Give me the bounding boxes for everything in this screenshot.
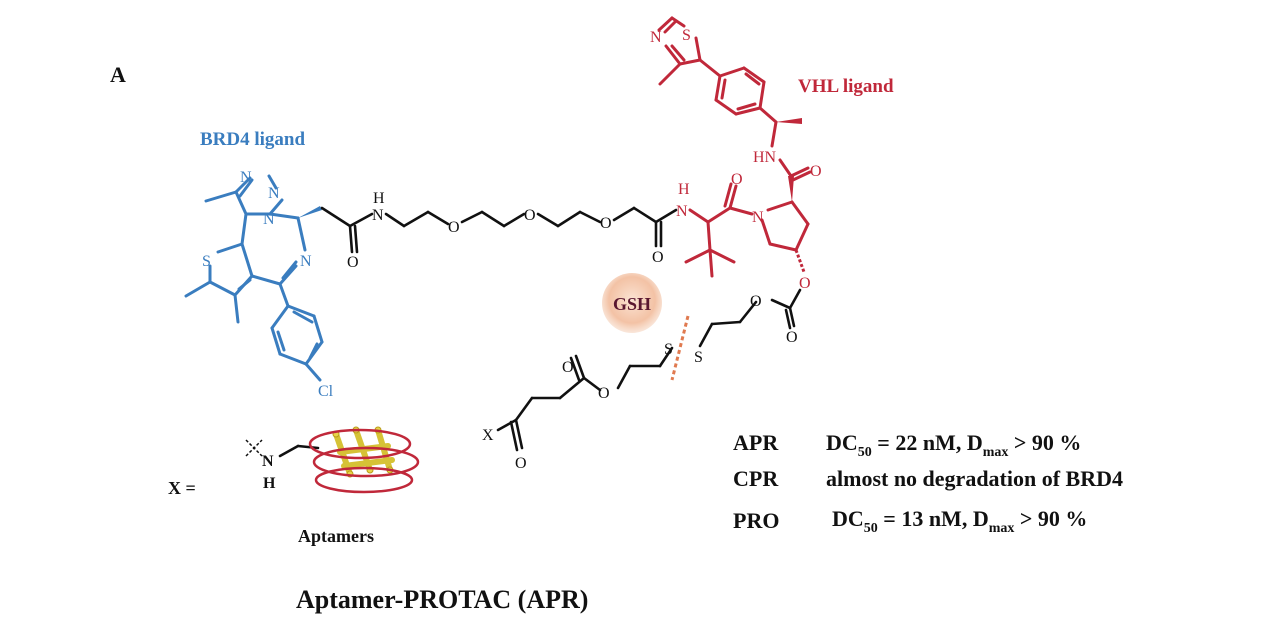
vhl-ligand-label: VHL ligand xyxy=(798,76,894,97)
gsh-label: GSH xyxy=(613,294,651,314)
atom-o-ether-1: O xyxy=(448,219,460,236)
atom-o-amide-2: O xyxy=(652,249,664,266)
atom-n-thiazole: N xyxy=(650,29,662,46)
peg-linker-structure: H N O O O O O xyxy=(320,190,678,271)
atom-n-pyrrolidine: N xyxy=(752,209,764,226)
aptamers-label: Aptamers xyxy=(298,526,374,546)
result-name: APR xyxy=(733,430,779,455)
figure-title: Aptamer-PROTAC (APR) xyxy=(296,585,588,614)
results-table: APR DC50 = 22 nM, Dmax > 90 % CPR almost… xyxy=(733,430,1123,536)
x-equals-label: X = xyxy=(168,478,196,498)
gsh-bubble: GSH xyxy=(602,273,662,333)
brd4-ligand-structure: N N N N S Cl xyxy=(184,169,334,400)
atom-h-aptamer: H xyxy=(263,475,276,492)
atom-o-carbonate-2: O xyxy=(786,329,798,346)
atom-n-2: N xyxy=(268,185,280,202)
atom-o-carbonate-1: O xyxy=(750,293,762,310)
panel-label: A xyxy=(110,62,126,87)
atom-x: X xyxy=(482,427,494,444)
result-value: DC50 = 13 nM, Dmax > 90 % xyxy=(832,506,1087,536)
atom-s-disulfide-1: S xyxy=(694,349,703,366)
atom-o-ester-1: O xyxy=(598,385,610,402)
atom-s-disulfide-2: S xyxy=(664,341,673,358)
atom-n-amide-1: N xyxy=(372,207,384,224)
result-value: DC50 = 22 nM, Dmax > 90 % xyxy=(826,430,1081,460)
atom-o-amide-1: O xyxy=(347,254,359,271)
result-row-apr: APR DC50 = 22 nM, Dmax > 90 % xyxy=(733,430,1081,460)
atom-s-thiazole: S xyxy=(682,27,691,44)
aptamer-g-quadruplex-icon xyxy=(308,426,420,494)
atom-n-vhl-amide: N xyxy=(676,203,688,220)
atom-n-4: N xyxy=(300,253,312,270)
result-name: PRO xyxy=(733,508,779,533)
atom-h-vhl-amide: H xyxy=(678,181,690,198)
result-row-pro: PRO DC50 = 13 nM, Dmax > 90 % xyxy=(733,506,1087,536)
atom-o-ether-3: O xyxy=(600,215,612,232)
atom-n-aptamer: N xyxy=(262,453,274,470)
result-value: almost no degradation of BRD4 xyxy=(826,466,1123,491)
result-name: CPR xyxy=(733,466,779,491)
atom-s-thiophene: S xyxy=(202,253,211,270)
result-row-cpr: CPR almost no degradation of BRD4 xyxy=(733,466,1123,491)
aptamer-amine-linker: N H xyxy=(245,439,320,492)
vhl-ligand-structure: H N O N O HN N S O xyxy=(650,16,822,292)
atom-n-1: N xyxy=(240,169,252,186)
atom-hn-vhl: HN xyxy=(753,149,777,166)
atom-o-vhl-carbonyl-1: O xyxy=(731,171,743,188)
atom-o-vhl-ether: O xyxy=(799,275,811,292)
atom-cl: Cl xyxy=(318,383,334,400)
disulfide-linker-structure: O O S S O O X O xyxy=(482,288,802,472)
atom-o-vhl-carbonyl-2: O xyxy=(810,163,822,180)
brd4-ligand-label: BRD4 ligand xyxy=(200,129,305,150)
atom-o-amide-x: O xyxy=(515,455,527,472)
atom-h-amide-1: H xyxy=(373,190,385,207)
atom-o-ether-2: O xyxy=(524,207,536,224)
atom-n-3: N xyxy=(263,211,275,228)
atom-o-ester-2: O xyxy=(562,359,574,376)
